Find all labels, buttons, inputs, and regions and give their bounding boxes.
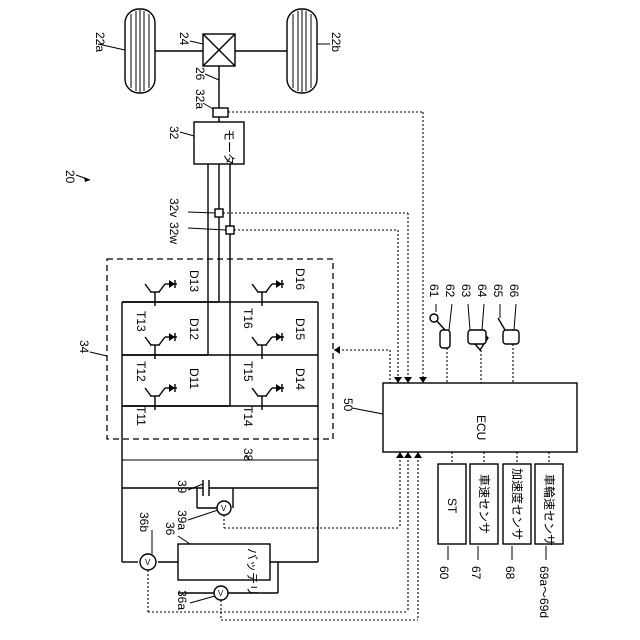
accelerator-pedal-icon [468,330,488,383]
label-rotation-sensor: 32a [193,89,207,109]
svg-text:V: V [218,589,224,598]
label-ecu: 50 [341,398,355,412]
wheel-right [287,9,317,93]
label-power-line: 38 [241,448,255,462]
label-battery-voltage-sensor: 36b [137,512,151,532]
diode-d16-label: D16 [293,268,307,290]
diode-d12-label: D12 [187,318,201,340]
motor-name: モータ [222,129,236,165]
diode-d11-label: D11 [187,368,201,389]
label-current-sensor-w: 32w [167,222,181,244]
label-shaft: 26 [193,67,207,81]
label-capacitor: 39 [175,480,189,494]
label-system: 20 [63,170,77,184]
label-battery: 36 [163,522,177,536]
sensor-connections [452,452,549,464]
label-gear: 24 [177,32,191,46]
brake-pedal-icon [498,318,519,383]
label-accelerator-sensor: 64 [475,284,489,298]
switch-t14-label: T14 [241,406,255,427]
label-brake-pedal: 65 [491,284,505,298]
diode-d13-label: D13 [187,270,201,292]
label-wheel-right: 22b [329,32,343,52]
acceleration-sensor-name: 加速度センサ [510,468,525,540]
battery-voltage-sensor: V [140,554,156,570]
switch-t11-label: T11 [134,406,148,426]
label-vehicle-speed-sensor: 67 [469,566,483,580]
label-current-sensor-v: 32v [167,198,181,217]
label-shift-lever: 61 [427,284,441,298]
battery-name: バッテリ [245,548,259,596]
rotation-sensor-box [213,108,228,117]
current-sensor-w [226,226,234,234]
label-motor: 32 [167,126,181,140]
switch-t15-label: T15 [241,361,255,382]
label-battery-current-sensor: 36a [175,590,189,610]
label-acceleration-sensor: 68 [503,566,517,580]
label-inverter: 34 [77,340,91,354]
switch-t16-label: T16 [241,308,255,329]
diode-d15-label: D15 [293,318,307,340]
diode-d14-label: D14 [293,368,307,390]
wheel-speed-sensor-name: 車輪速センサ [542,474,557,546]
label-brake-sensor: 66 [507,284,521,298]
label-accelerator-pedal: 63 [459,284,473,298]
switch-t12-label: T12 [134,361,148,382]
switch-t13-label: T13 [134,311,148,332]
capacitor-voltage-sensor: V [197,501,231,515]
inverter-bus [122,302,318,415]
wheel-left [125,9,155,93]
differential-gear [203,34,235,66]
svg-text:V: V [221,504,227,513]
label-wheel-speed-sensor: 69a〜69d [537,566,551,618]
current-sensor-v [215,209,223,217]
vehicle-speed-sensor-name: 車速センサ [477,474,491,534]
label-start-switch: 60 [437,566,451,580]
label-shift-sensor: 62 [443,284,457,298]
shift-lever-icon [430,314,450,383]
ecu-name: ECU [474,415,488,440]
start-switch-name: ST [445,498,459,514]
label-wheel-left: 22a [93,32,107,52]
svg-text:V: V [145,558,151,567]
